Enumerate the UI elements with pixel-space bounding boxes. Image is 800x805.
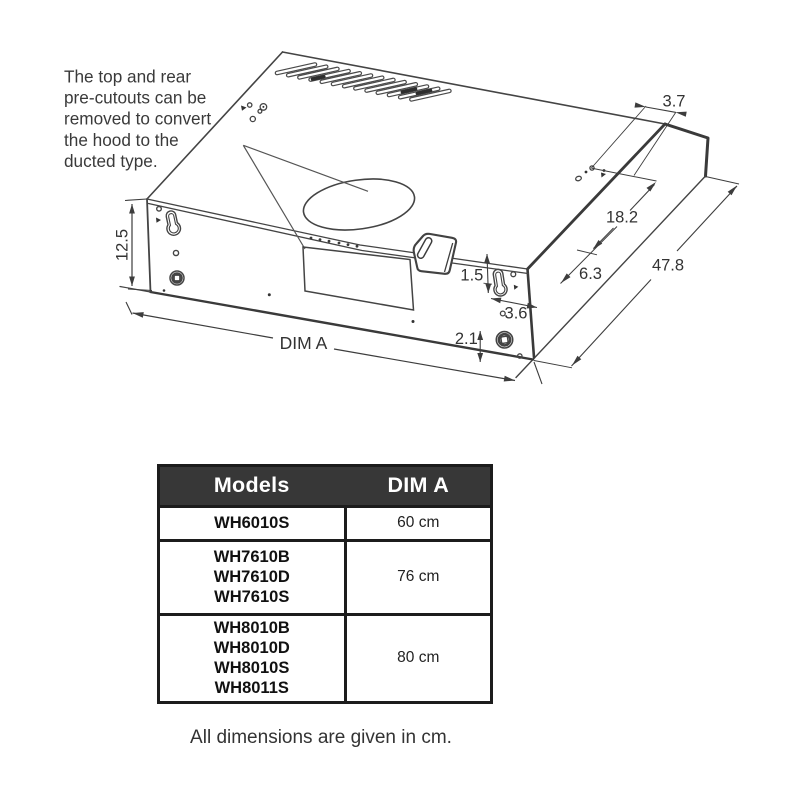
svg-text:18.2: 18.2 — [606, 209, 638, 227]
svg-text:12.5: 12.5 — [114, 229, 132, 261]
svg-text:removed to convert: removed to convert — [64, 109, 211, 129]
svg-text:47.8: 47.8 — [652, 257, 684, 275]
svg-text:6.3: 6.3 — [579, 265, 602, 283]
svg-text:3.7: 3.7 — [663, 93, 686, 111]
svg-text:1.5: 1.5 — [460, 266, 483, 284]
svg-text:2.1: 2.1 — [455, 330, 478, 348]
svg-text:ducted type.: ducted type. — [64, 151, 158, 171]
svg-text:the hood to the: the hood to the — [64, 130, 179, 150]
svg-text:DIM A: DIM A — [280, 333, 328, 353]
svg-text:3.6: 3.6 — [505, 305, 528, 323]
svg-text:The top and rear: The top and rear — [64, 67, 191, 87]
svg-text:pre-cutouts can be: pre-cutouts can be — [64, 88, 206, 108]
